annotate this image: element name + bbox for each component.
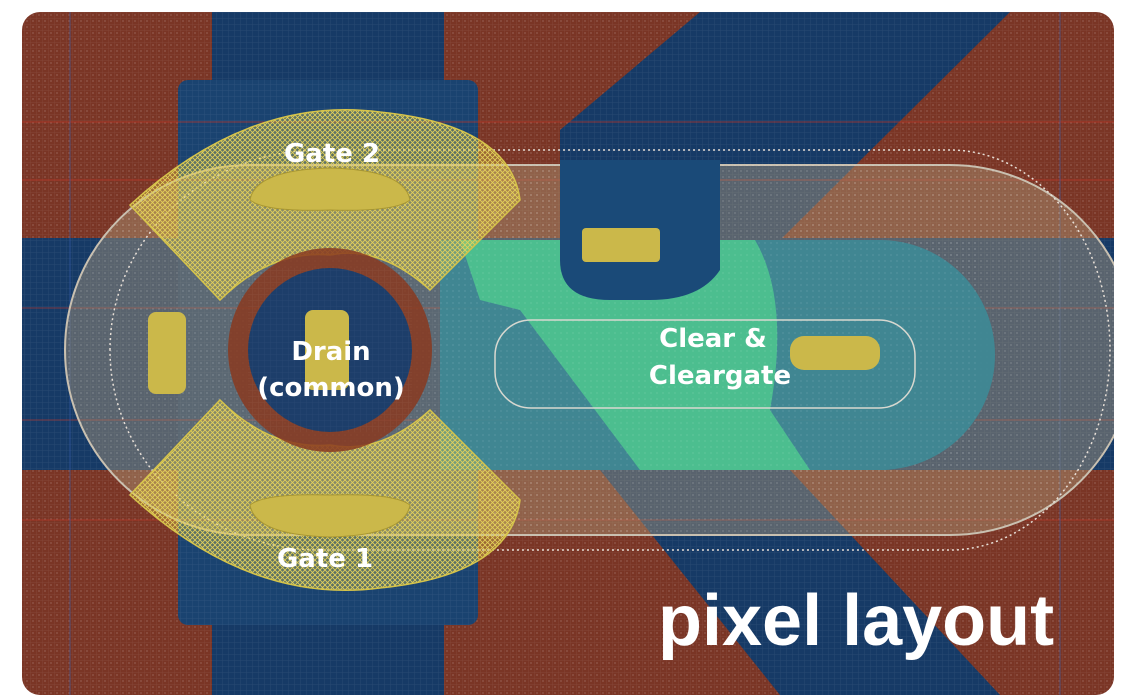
dotted-outline xyxy=(109,149,1111,551)
clear-label: Clear & xyxy=(659,324,767,354)
left-contact xyxy=(148,312,186,394)
clear-inner-outline xyxy=(494,319,916,409)
pixel-layout-caption: pixel layout xyxy=(658,581,1054,661)
upper-contact xyxy=(582,228,660,262)
gate1-label: Gate 1 xyxy=(277,544,373,574)
cleargate-label: Cleargate xyxy=(649,361,791,391)
drain-contact xyxy=(305,310,349,390)
gate2-label: Gate 2 xyxy=(284,139,380,169)
drain-common-label: (common) xyxy=(257,373,405,403)
drain-label: Drain xyxy=(291,337,370,367)
gate2-contact xyxy=(249,167,411,211)
clear-contact xyxy=(790,336,880,370)
gate1-contact xyxy=(249,494,411,538)
